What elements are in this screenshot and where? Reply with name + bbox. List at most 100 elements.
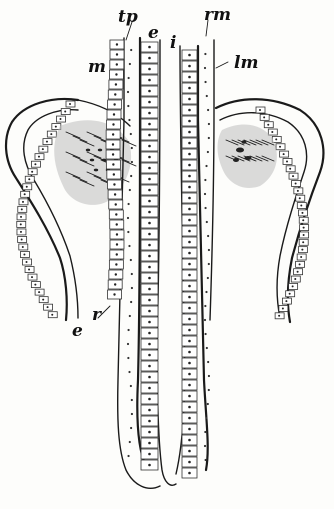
cell-nucleus	[148, 178, 151, 181]
cell-nucleus	[114, 193, 116, 195]
cell-nucleus	[112, 143, 114, 145]
cell-nucleus	[188, 153, 191, 156]
wall-dot	[207, 277, 209, 279]
wall-dot	[130, 385, 132, 387]
cell-nucleus	[292, 285, 294, 287]
wall-dot	[127, 329, 129, 331]
cell-nucleus	[148, 233, 151, 236]
cell-nucleus	[116, 223, 118, 225]
cell-nucleus	[116, 43, 118, 45]
cell-nucleus	[188, 98, 191, 101]
cell-nucleus	[188, 362, 191, 365]
cell-nucleus	[148, 90, 151, 93]
cell-nucleus	[112, 123, 114, 125]
cell-nucleus	[116, 243, 118, 245]
cell-nucleus	[292, 175, 294, 177]
dark-nucleus	[86, 149, 90, 152]
cell-nucleus	[188, 417, 191, 420]
cell-nucleus	[115, 263, 117, 265]
cell-nucleus	[28, 269, 30, 271]
cell-nucleus	[24, 193, 26, 195]
cell-nucleus	[51, 314, 53, 316]
cell-nucleus	[301, 249, 303, 251]
wall-dot	[129, 315, 131, 317]
wall-dot	[204, 67, 206, 69]
cell-nucleus	[188, 65, 191, 68]
cell-nucleus	[303, 234, 305, 236]
cell-nucleus	[21, 238, 23, 240]
wall-dot	[207, 109, 209, 111]
cell-nucleus	[148, 310, 151, 313]
cell-nucleus	[188, 131, 191, 134]
cell-nucleus	[23, 254, 25, 256]
cell-nucleus	[148, 332, 151, 335]
label-lm: lm	[234, 53, 258, 73]
cell-nucleus	[148, 266, 151, 269]
wall-dot	[130, 133, 132, 135]
cell-nucleus	[188, 329, 191, 332]
wall-dot	[128, 77, 130, 79]
wall-dot	[208, 389, 210, 391]
cell-nucleus	[148, 189, 151, 192]
cell-nucleus	[115, 83, 117, 85]
cell-nucleus	[112, 153, 114, 155]
wall-dot	[204, 319, 206, 321]
cell-nucleus	[188, 76, 191, 79]
wall-dot	[127, 91, 129, 93]
cell-nucleus	[289, 168, 291, 170]
cell-nucleus	[188, 461, 191, 464]
cell-nucleus	[301, 212, 303, 214]
dark-nucleus	[102, 159, 106, 162]
cell-nucleus	[188, 263, 191, 266]
cell-nucleus	[148, 68, 151, 71]
wall-dot	[131, 413, 133, 415]
wall-dot	[208, 137, 210, 139]
cell-nucleus	[188, 285, 191, 288]
cell-nucleus	[188, 219, 191, 222]
cell-nucleus	[34, 163, 36, 165]
cell-nucleus	[271, 131, 273, 133]
cell-nucleus	[20, 216, 22, 218]
cell-nucleus	[188, 406, 191, 409]
cell-nucleus	[115, 273, 117, 275]
wall-dot	[128, 371, 130, 373]
cell-nucleus	[148, 123, 151, 126]
cell-nucleus	[26, 261, 28, 263]
cell-nucleus	[188, 109, 191, 112]
cell-nucleus	[302, 219, 304, 221]
cell-nucleus	[188, 164, 191, 167]
cell-nucleus	[148, 134, 151, 137]
cell-nucleus	[64, 111, 66, 113]
cell-nucleus	[188, 307, 191, 310]
cell-nucleus	[188, 241, 191, 244]
cell-nucleus	[148, 255, 151, 258]
wall-dot	[127, 357, 129, 359]
cell-nucleus	[188, 175, 191, 178]
cell-nucleus	[21, 208, 23, 210]
cell-nucleus	[188, 252, 191, 255]
cell-nucleus	[148, 211, 151, 214]
cell-nucleus	[148, 244, 151, 247]
wall-dot	[204, 431, 206, 433]
cell-nucleus	[188, 318, 191, 321]
cell-nucleus	[259, 109, 261, 111]
cell-nucleus	[116, 63, 118, 65]
cell-nucleus	[46, 141, 48, 143]
wall-dot	[127, 231, 129, 233]
cell-nucleus	[22, 246, 24, 248]
cell-nucleus	[275, 138, 277, 140]
wall-dot	[207, 403, 209, 405]
wall-dot	[129, 189, 131, 191]
cell-nucleus	[188, 54, 191, 57]
cell-nucleus	[148, 145, 151, 148]
wall-dot	[204, 333, 206, 335]
cell-nucleus	[188, 274, 191, 277]
cell-nucleus	[148, 167, 151, 170]
wall-dot	[131, 147, 133, 149]
cell-nucleus	[148, 376, 151, 379]
cell-nucleus	[148, 354, 151, 357]
cell-nucleus	[47, 306, 49, 308]
wall-dot	[204, 445, 206, 447]
wall-dot	[205, 459, 207, 461]
cell-nucleus	[113, 183, 115, 185]
